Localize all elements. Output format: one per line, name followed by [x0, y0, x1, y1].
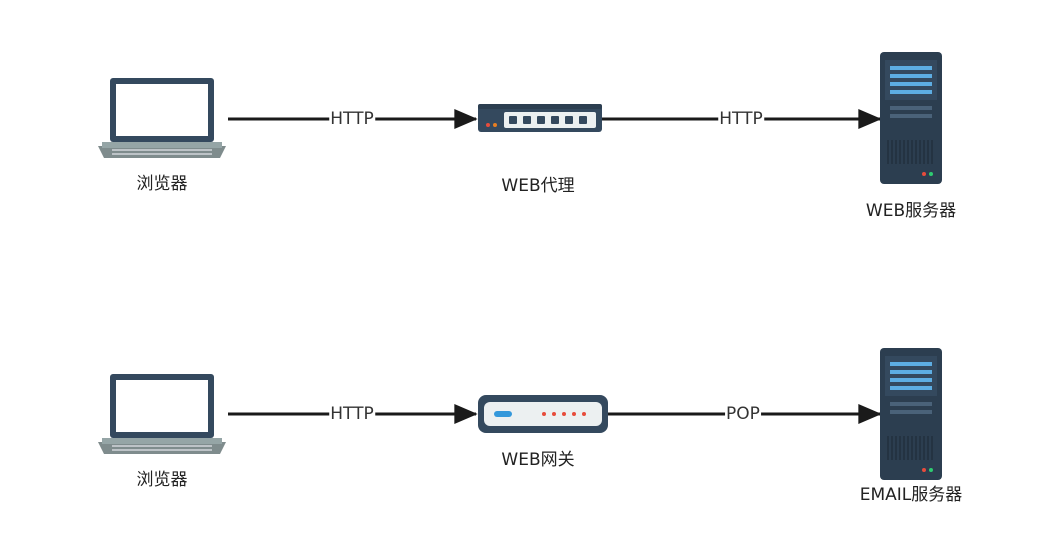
node-label-browser: 浏览器	[136, 174, 188, 194]
node-label-browser: 浏览器	[136, 470, 188, 490]
server-tower-icon	[880, 348, 942, 480]
edge-label-http-1: HTTP	[329, 109, 375, 129]
edge-label-http-2: HTTP	[718, 109, 764, 129]
server-tower-icon	[880, 52, 942, 184]
node-label-web-gateway: WEB网关	[501, 450, 575, 470]
edge-label-pop: POP	[725, 404, 761, 424]
network-switch-icon	[478, 104, 602, 132]
node-label-web-server: WEB服务器	[865, 201, 957, 221]
node-label-web-proxy: WEB代理	[501, 176, 575, 196]
router-icon	[478, 395, 608, 433]
laptop-icon	[98, 374, 226, 454]
laptop-icon	[98, 78, 226, 158]
edge-label-http-3: HTTP	[329, 404, 375, 424]
node-label-email-server: EMAIL服务器	[859, 485, 963, 505]
